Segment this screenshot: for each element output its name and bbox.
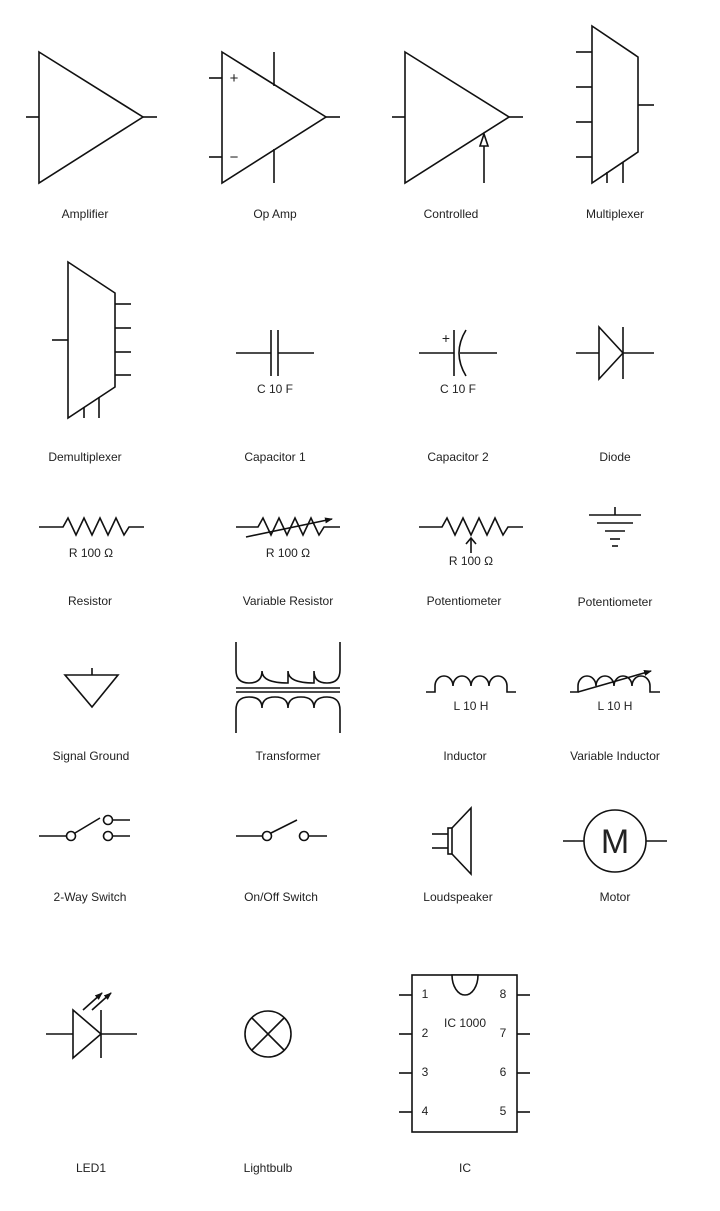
on-off-switch-caption: On/Off Switch (244, 890, 318, 904)
demultiplexer-caption: Demultiplexer (48, 450, 121, 464)
ic-pin-7: 7 (500, 1026, 507, 1040)
resistor-symbol[interactable]: R 100 Ω Resistor (39, 516, 144, 608)
led-symbol[interactable]: LED1 (46, 992, 137, 1175)
controlled-amplifier-symbol[interactable]: Controlled (392, 50, 523, 221)
amplifier-symbol[interactable]: Amplifier (26, 50, 157, 221)
ground-caption: Potentiometer (578, 595, 653, 609)
signal-ground-symbol[interactable]: Signal Ground (53, 668, 130, 763)
op-amp-symbol[interactable]: + − Op Amp (209, 50, 340, 221)
variable-inductor-icon (570, 670, 660, 693)
controlled-amplifier-icon (392, 50, 523, 185)
two-way-switch-symbol[interactable]: 2-Way Switch (39, 814, 130, 905)
capacitor-2-plus-sign: + (442, 330, 450, 346)
signal-ground-icon (63, 668, 120, 709)
polarized-capacitor-icon (419, 329, 497, 377)
capacitor-2-symbol[interactable]: + C 10 F Capacitor 2 (419, 329, 497, 464)
transformer-icon (235, 642, 341, 733)
capacitor-1-value: C 10 F (257, 382, 293, 396)
ic-pin-1: 1 (422, 987, 429, 1001)
demultiplexer-icon (52, 260, 131, 420)
potentiometer-value: R 100 Ω (449, 554, 493, 568)
ic-pin-8: 8 (500, 987, 507, 1001)
motor-caption: Motor (600, 890, 631, 904)
capacitor-1-symbol[interactable]: C 10 F Capacitor 1 (236, 330, 314, 464)
variable-inductor-caption: Variable Inductor (570, 749, 660, 763)
diode-symbol[interactable]: Diode (576, 324, 654, 464)
multiplexer-icon (576, 24, 654, 185)
amplifier-caption: Amplifier (62, 207, 109, 221)
capacitor-icon (236, 330, 314, 376)
transformer-symbol[interactable]: Transformer (235, 642, 341, 763)
on-off-switch-icon (236, 819, 327, 842)
motor-symbol[interactable]: M Motor (563, 809, 667, 904)
resistor-value: R 100 Ω (69, 546, 113, 560)
on-off-switch-symbol[interactable]: On/Off Switch (236, 819, 327, 904)
inductor-value: L 10 H (454, 699, 489, 713)
lightbulb-icon (244, 1010, 292, 1058)
motor-letter: M (601, 823, 629, 861)
potentiometer-icon (419, 516, 523, 553)
transformer-caption: Transformer (256, 749, 321, 763)
potentiometer-caption: Potentiometer (427, 594, 502, 608)
ic-pin-2: 2 (422, 1026, 429, 1040)
ic-pin-3: 3 (422, 1065, 429, 1079)
capacitor-2-caption: Capacitor 2 (427, 450, 489, 464)
multiplexer-symbol[interactable]: Multiplexer (576, 24, 654, 221)
diode-caption: Diode (599, 450, 631, 464)
variable-inductor-symbol[interactable]: L 10 H Variable Inductor (570, 670, 660, 763)
capacitor-2-value: C 10 F (440, 382, 476, 396)
motor-icon (563, 809, 667, 873)
op-amp-caption: Op Amp (253, 207, 297, 221)
loudspeaker-symbol[interactable]: Loudspeaker (423, 805, 493, 904)
inductor-caption: Inductor (443, 749, 486, 763)
demultiplexer-symbol[interactable]: Demultiplexer (48, 260, 131, 464)
amplifier-icon (26, 50, 157, 185)
ic-caption: IC (459, 1161, 471, 1175)
led-icon (46, 992, 137, 1060)
op-amp-plus-sign: + (230, 70, 239, 87)
two-way-switch-caption: 2-Way Switch (54, 890, 127, 904)
resistor-caption: Resistor (68, 594, 112, 608)
op-amp-minus-sign: − (230, 149, 239, 166)
ic-chip-icon (399, 974, 530, 1133)
loudspeaker-caption: Loudspeaker (423, 890, 492, 904)
two-way-switch-icon (39, 814, 130, 842)
variable-inductor-value: L 10 H (598, 699, 633, 713)
ic-pin-4: 4 (422, 1104, 429, 1118)
lightbulb-symbol[interactable]: Lightbulb (244, 1010, 293, 1175)
led-caption: LED1 (76, 1161, 106, 1175)
variable-resistor-symbol[interactable]: R 100 Ω Variable Resistor (236, 516, 340, 608)
variable-resistor-value: R 100 Ω (266, 546, 310, 560)
signal-ground-caption: Signal Ground (53, 749, 130, 763)
inductor-symbol[interactable]: L 10 H Inductor (426, 675, 516, 763)
op-amp-icon (209, 50, 340, 185)
variable-resistor-icon (236, 516, 340, 538)
multiplexer-caption: Multiplexer (586, 207, 644, 221)
ic-symbol[interactable]: 1 2 3 4 5 6 7 8 IC 1000 IC (399, 974, 530, 1175)
diode-icon (576, 324, 654, 382)
loudspeaker-icon (432, 805, 472, 877)
ground-icon (589, 507, 641, 547)
potentiometer-symbol[interactable]: R 100 Ω Potentiometer (419, 516, 523, 608)
inductor-icon (426, 675, 516, 693)
lightbulb-caption: Lightbulb (244, 1161, 293, 1175)
resistor-icon (39, 516, 144, 537)
variable-resistor-caption: Variable Resistor (243, 594, 333, 608)
ic-pin-5: 5 (500, 1104, 507, 1118)
ic-pin-6: 6 (500, 1065, 507, 1079)
ic-part-label: IC 1000 (444, 1016, 486, 1030)
controlled-caption: Controlled (424, 207, 479, 221)
capacitor-1-caption: Capacitor 1 (244, 450, 306, 464)
ground-symbol[interactable]: Potentiometer (578, 507, 653, 609)
